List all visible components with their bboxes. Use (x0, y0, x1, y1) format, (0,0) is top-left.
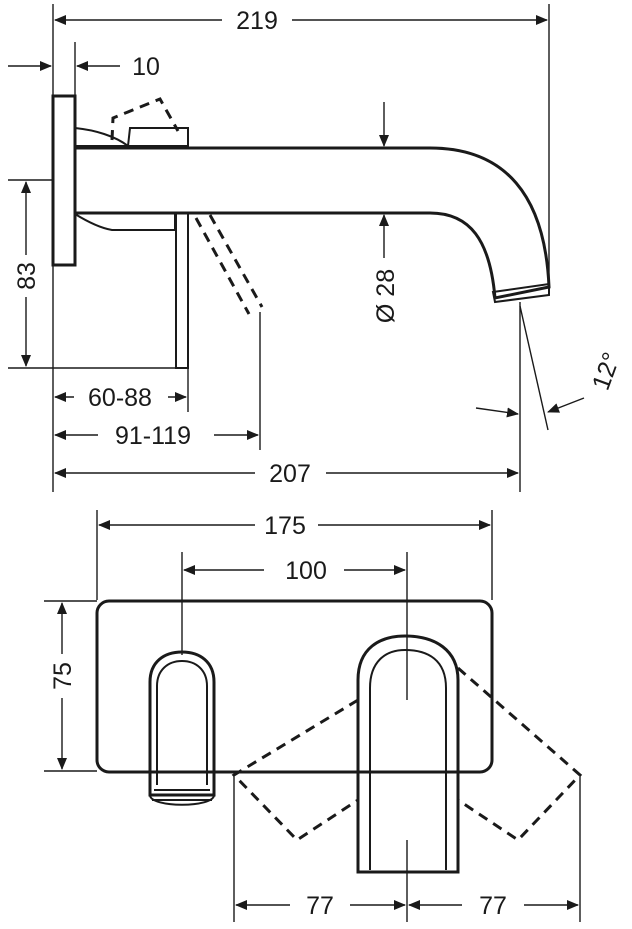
dim-83-label: 83 (13, 262, 41, 290)
lever-vertical (175, 212, 189, 369)
dim-10-label: 10 (132, 53, 160, 81)
handle-top (74, 126, 189, 148)
spout-front (356, 634, 460, 874)
handle-knob-base (149, 789, 215, 806)
side-view: 219 10 83 Ø 28 60-88 91-119 207 12° (8, 4, 626, 492)
handle-bottom (74, 212, 176, 231)
spout-front-inner (369, 648, 447, 870)
angle-ray (519, 305, 549, 431)
spout-body (75, 146, 551, 300)
dim-diameter-label: Ø 28 (372, 269, 400, 323)
spout-swing-left-dashed (231, 698, 359, 842)
dim-207-label: 207 (269, 460, 311, 488)
wall-plate (51, 94, 77, 267)
dim-angle-right-arrow (547, 397, 585, 413)
dim-100-label: 100 (285, 557, 327, 585)
handle-knob-inner (156, 659, 208, 785)
dim-91-119-label: 91-119 (115, 422, 191, 450)
handle-knob (148, 650, 216, 797)
dim-angle-left-arrow (475, 407, 519, 418)
spout-aerator (491, 282, 550, 304)
front-plate (95, 599, 494, 774)
dim-219-label: 219 (236, 7, 278, 35)
dim-175-label: 175 (264, 512, 306, 540)
spout-swing-right-dashed (457, 666, 583, 842)
dim-77-left-label: 77 (306, 892, 334, 920)
handle-dashed-top (110, 97, 180, 141)
dim-75-label: 75 (49, 662, 77, 690)
dim-angle-label: 12° (587, 349, 626, 394)
handle-dashed-lever (194, 214, 264, 315)
dim-77-right-label: 77 (479, 892, 507, 920)
dim-60-88-label: 60-88 (88, 384, 152, 412)
front-view: 175 100 75 77 77 (44, 510, 583, 922)
